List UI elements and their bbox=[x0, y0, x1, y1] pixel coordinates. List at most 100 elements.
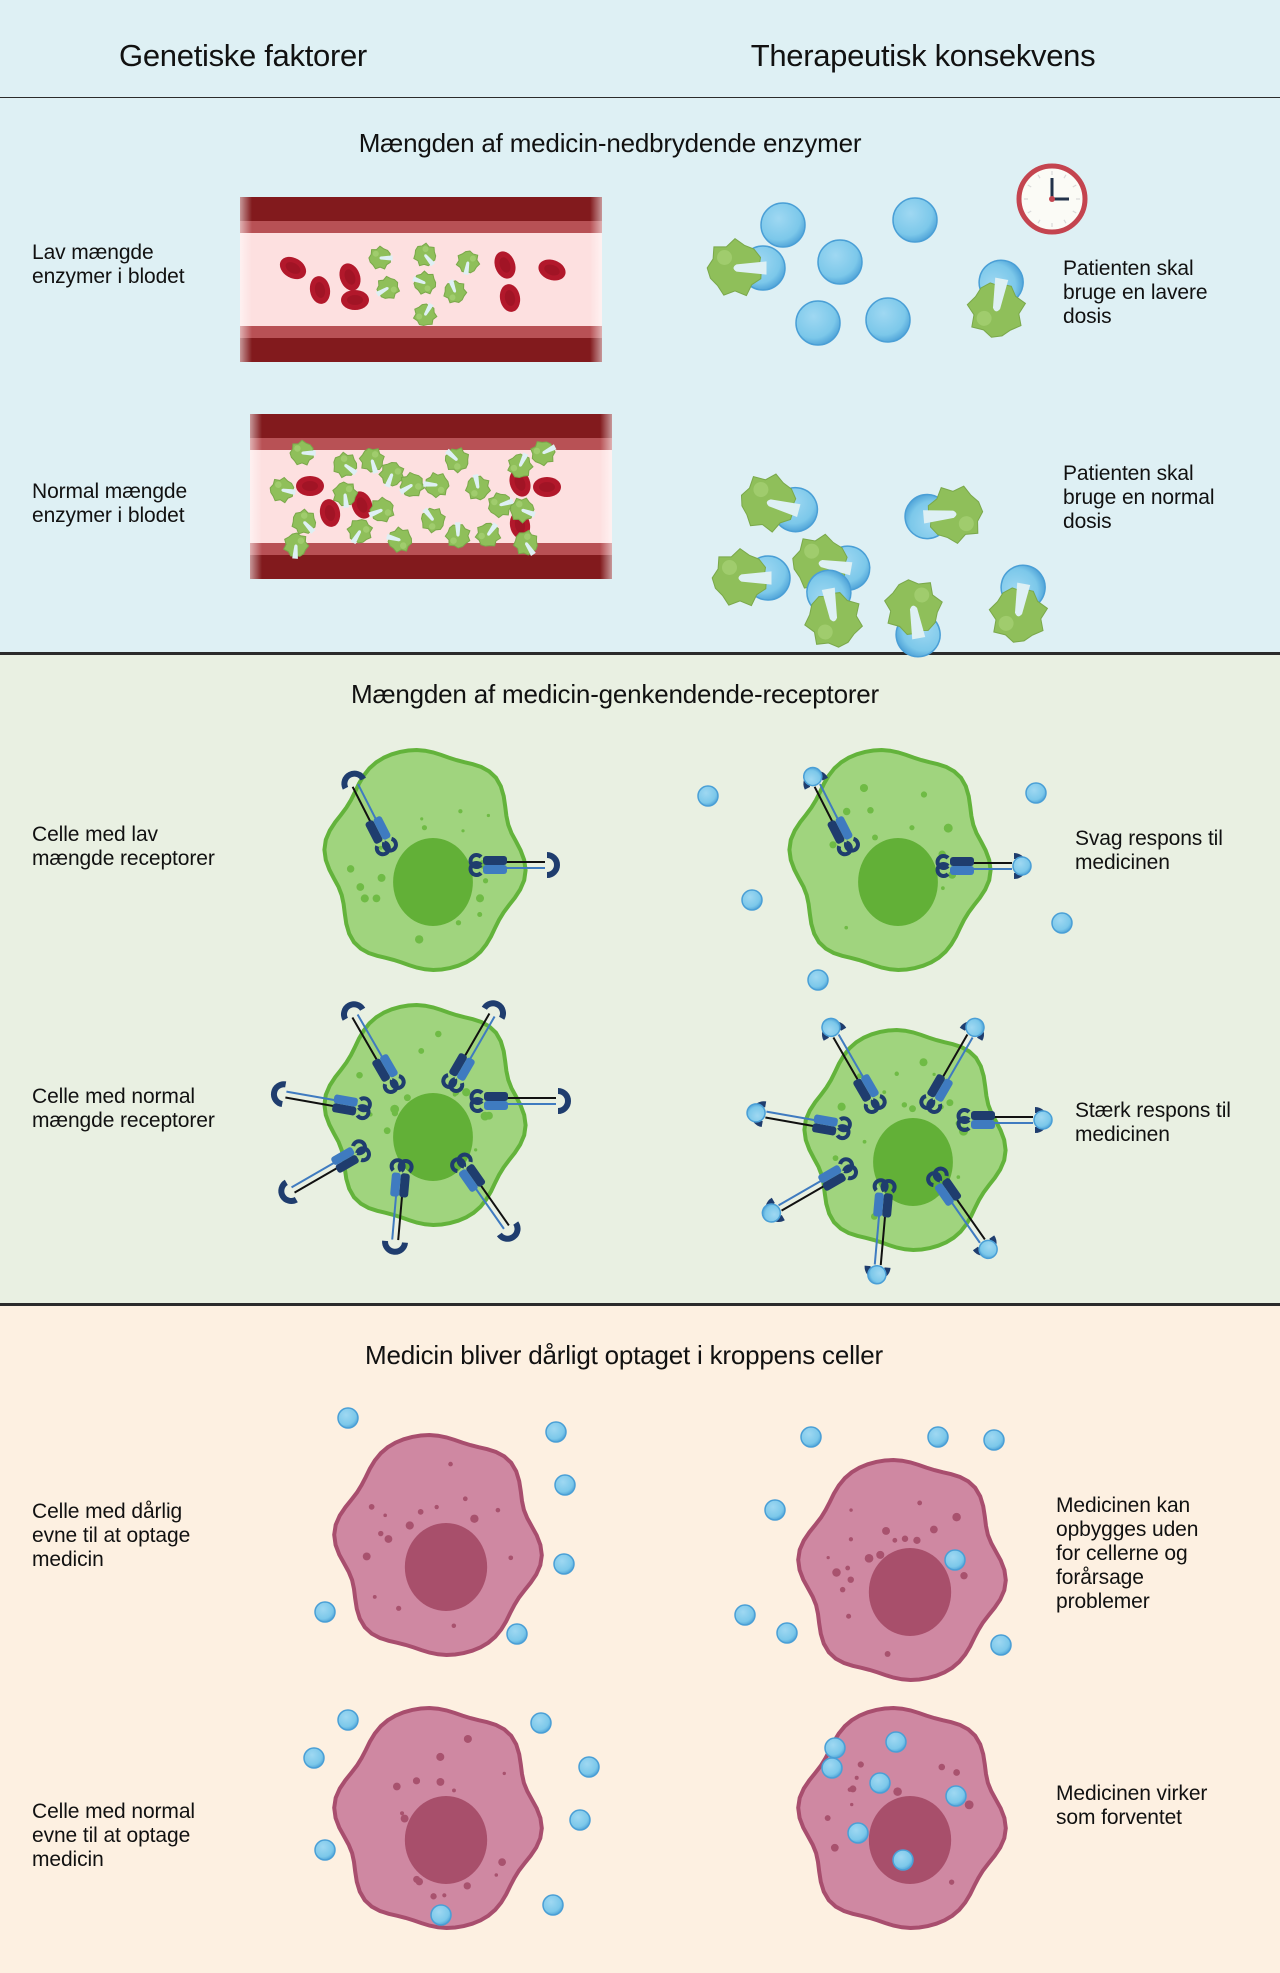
cell-organelle bbox=[953, 1769, 960, 1776]
drug-molecule-icon bbox=[847, 1822, 869, 1844]
cell-organelle bbox=[418, 1048, 425, 1054]
section-receptors: Mængden af medicin-genkendende-receptore… bbox=[0, 653, 1280, 1304]
free-drugs-weak-response bbox=[697, 782, 1073, 991]
drug-molecule-icon bbox=[885, 1731, 907, 1753]
cell-organelle bbox=[946, 1099, 954, 1107]
enzyme-icon bbox=[420, 507, 446, 534]
drug-molecule-icon bbox=[892, 197, 938, 243]
cell-nucleus bbox=[404, 1523, 488, 1611]
cell-organelle bbox=[452, 1788, 456, 1793]
enzyme-icon bbox=[923, 485, 984, 545]
vessel-wall-top bbox=[250, 414, 612, 438]
cell-organelle bbox=[876, 1550, 885, 1559]
red-blood-cell-icon bbox=[341, 290, 369, 310]
drug-molecule-icon bbox=[978, 1239, 998, 1260]
cell-organelle bbox=[909, 825, 915, 831]
consequence-lower-dose: Patienten skal bruge en lavere dosis bbox=[1063, 257, 1208, 328]
enzyme-icon bbox=[375, 275, 401, 299]
pink-cell-normal-uptake bbox=[332, 1705, 544, 1931]
factor-low-receptors: Celle med lav mængde receptorer bbox=[32, 823, 215, 870]
receptor-icon bbox=[278, 1139, 371, 1204]
cell-organelle bbox=[872, 834, 878, 841]
cell-organelle bbox=[458, 809, 463, 814]
drugs-outside-buildup bbox=[734, 1426, 1012, 1656]
drug-molecule-icon bbox=[554, 1474, 576, 1496]
cell-organelle bbox=[502, 1771, 506, 1776]
section-title-receptors: Mængden af medicin-genkendende-receptore… bbox=[350, 679, 880, 709]
drug-molecule-icon bbox=[1033, 1110, 1053, 1130]
drug-molecule-icon bbox=[303, 1747, 325, 1769]
vessel-fade-right bbox=[590, 197, 602, 362]
cell-organelle bbox=[442, 1893, 447, 1898]
enzyme-icon bbox=[289, 439, 316, 466]
drug-molecule-icon bbox=[545, 1421, 567, 1443]
cell-organelle bbox=[399, 1811, 405, 1816]
cell-organelle bbox=[837, 1102, 846, 1111]
red-blood-cell-icon bbox=[279, 256, 307, 280]
consequence-weak-response: Svag respons til medicinen bbox=[1075, 827, 1223, 874]
enzyme-icon bbox=[283, 532, 310, 559]
cell-organelle bbox=[436, 1752, 445, 1761]
cell-organelle bbox=[377, 873, 386, 882]
cell-organelle bbox=[956, 1175, 961, 1179]
drug-molecule-icon bbox=[530, 1712, 552, 1734]
cell-organelle bbox=[882, 1090, 887, 1095]
cell-organelle bbox=[893, 1787, 902, 1796]
header: Genetiske faktorer Therapeutisk konsekve… bbox=[0, 0, 1280, 98]
cell-organelle bbox=[854, 1775, 859, 1780]
cell-organelle bbox=[420, 817, 424, 821]
cell-organelle bbox=[474, 1148, 478, 1152]
enzyme-icon bbox=[291, 508, 317, 535]
cell-organelle bbox=[368, 1504, 375, 1510]
drug-molecule-icon bbox=[867, 1264, 887, 1285]
enzyme-icon bbox=[464, 474, 492, 501]
cell-organelle bbox=[826, 1556, 830, 1560]
consequence-strong-response: Stærk respons til medicinen bbox=[1075, 1099, 1231, 1146]
vessel-wall-bottom bbox=[240, 338, 602, 362]
drug-molecule-icon bbox=[892, 1849, 914, 1871]
enzyme-icon bbox=[966, 277, 1027, 338]
drug-molecule-icon bbox=[337, 1407, 359, 1429]
drug-molecule-icon bbox=[865, 297, 911, 343]
enzyme-icon bbox=[346, 519, 374, 545]
cell-organelle bbox=[378, 845, 383, 850]
green-cell-low-receptors-response bbox=[787, 747, 993, 973]
cell-organelle bbox=[848, 1537, 854, 1542]
drug-molecule-icon bbox=[807, 969, 829, 991]
receptor-icon bbox=[468, 852, 560, 878]
column-title-therapeutic-consequence: Therapeutisk konsekvens bbox=[750, 38, 1096, 73]
receptor-icon bbox=[919, 1017, 985, 1114]
drug-molecule-icon bbox=[800, 1426, 822, 1448]
enzyme-icon bbox=[988, 582, 1049, 643]
receptor-icon bbox=[450, 1152, 521, 1242]
receptor-icon bbox=[270, 1081, 372, 1121]
receptor-icon bbox=[441, 1000, 506, 1093]
drug-molecule-icon bbox=[944, 1549, 966, 1571]
cell-nucleus bbox=[858, 838, 938, 926]
section-uptake: Medicin bliver dårligt optaget i kroppen… bbox=[0, 1304, 1280, 1973]
cell-organelle bbox=[463, 1734, 472, 1743]
cell-organelle bbox=[938, 1763, 946, 1771]
enzyme-icon bbox=[530, 441, 557, 467]
enzyme-icon bbox=[740, 473, 801, 533]
cell-organelle bbox=[850, 1802, 854, 1807]
enzyme-drug-complex bbox=[706, 237, 786, 297]
drug-molecule-icon bbox=[817, 239, 863, 285]
drug-molecule-icon bbox=[990, 1634, 1012, 1656]
drug-molecule-icon bbox=[1025, 782, 1047, 804]
vessel-wall-top bbox=[240, 197, 602, 221]
cell-organelle bbox=[913, 1536, 921, 1544]
column-title-genetic-factors: Genetiske faktorer bbox=[119, 38, 367, 73]
enzyme-drug-complex bbox=[711, 547, 791, 607]
cell-organelle bbox=[356, 883, 365, 891]
factor-normal-enzymes: Normal mængde enzymer i blodet bbox=[32, 480, 188, 527]
cell-organelle bbox=[436, 1777, 445, 1786]
enzyme-icon bbox=[412, 302, 438, 327]
cell-organelle bbox=[867, 806, 874, 814]
cell-organelle bbox=[414, 935, 424, 944]
cell-organelle bbox=[430, 1893, 437, 1900]
cell-organelle bbox=[400, 1814, 409, 1823]
drug-molecule-icon bbox=[506, 1623, 528, 1645]
cell-organelle bbox=[346, 865, 355, 873]
enzyme-drug-complex bbox=[966, 259, 1027, 338]
